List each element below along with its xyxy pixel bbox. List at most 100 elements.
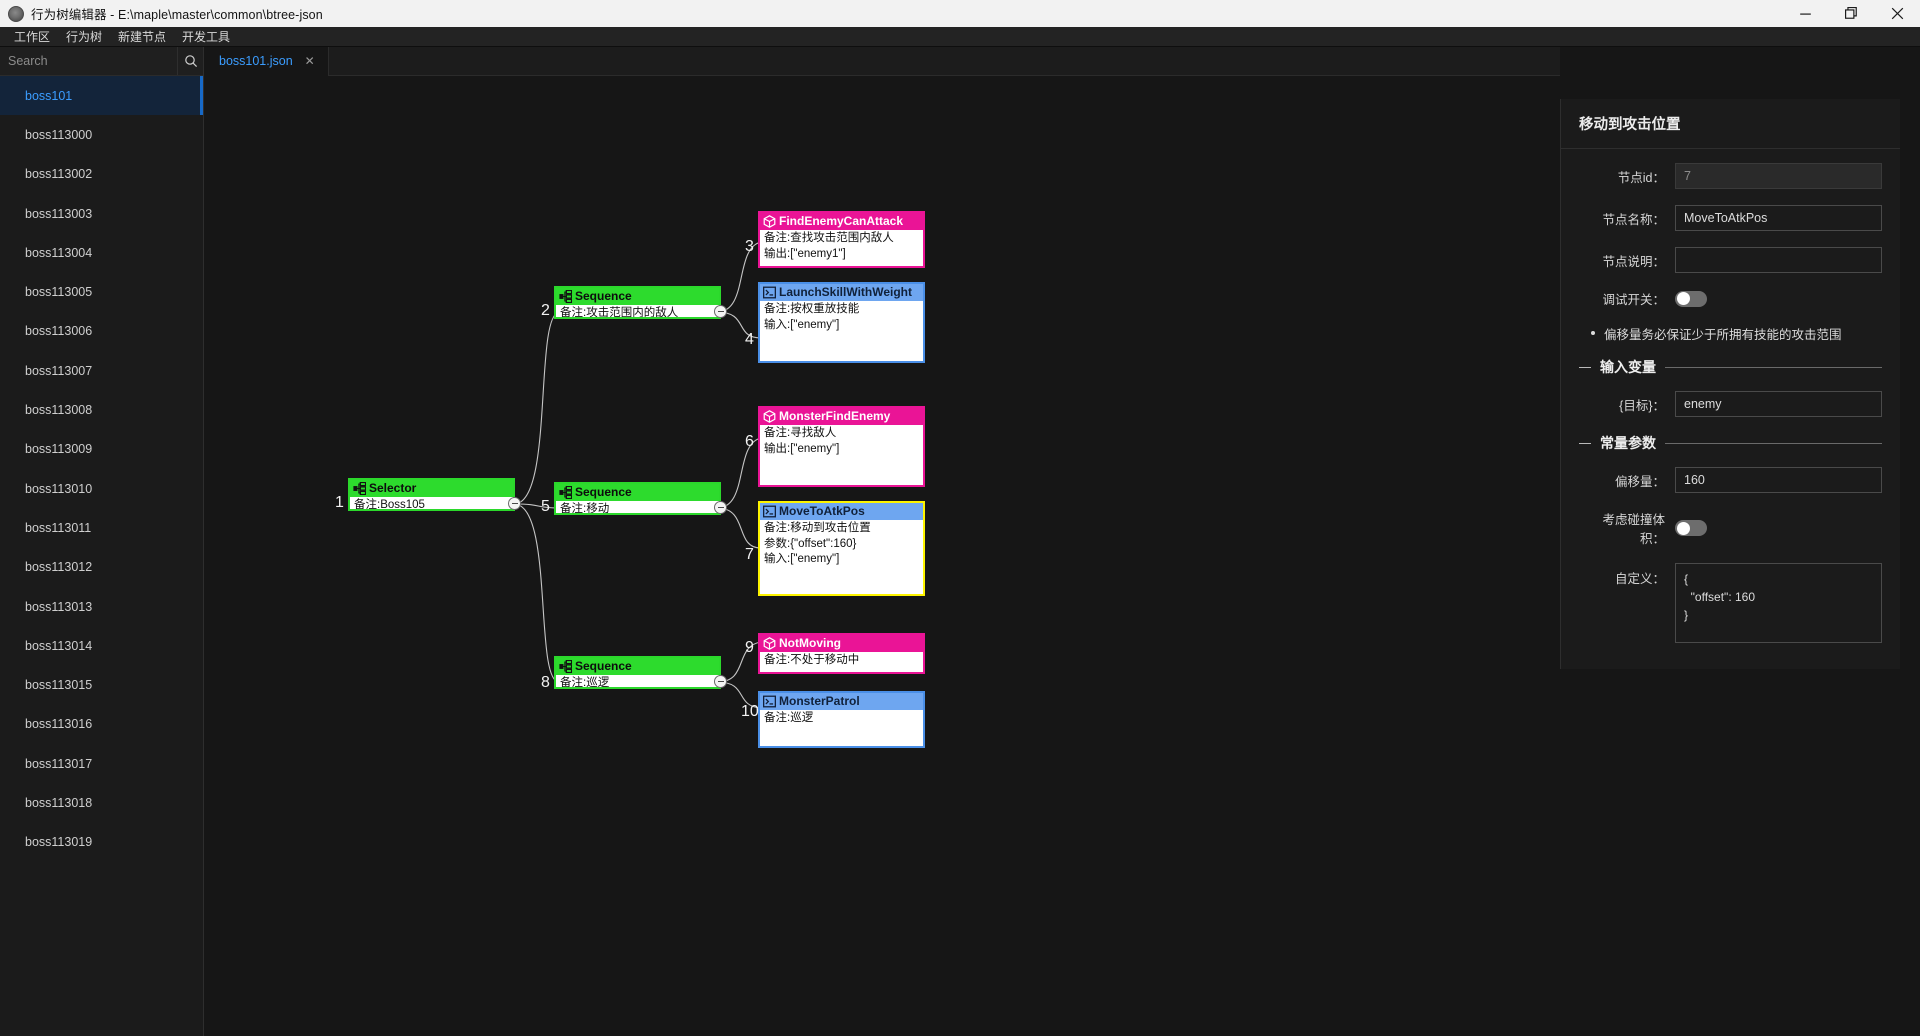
file-item-boss113009[interactable]: boss113009	[0, 430, 203, 469]
node-collapse-port[interactable]	[714, 305, 727, 318]
file-item-boss113006[interactable]: boss113006	[0, 312, 203, 351]
node-header: Sequence	[556, 484, 719, 501]
node-detail-line: 参数:{"offset":160}	[764, 537, 857, 550]
file-item-label: boss113011	[25, 520, 92, 535]
file-item-label: boss113010	[25, 481, 93, 496]
minimize-button[interactable]	[1782, 0, 1828, 27]
offset-input[interactable]	[1675, 467, 1882, 493]
node-id-label: 节点id：	[1617, 170, 1665, 185]
file-item-label: boss113004	[25, 245, 93, 260]
properties-body: 节点id： 节点名称： 节点说明： 调试开关： 偏移量务必保证少于所拥有技能的攻…	[1561, 149, 1900, 669]
node-detail-line: 备注:巡逻	[764, 712, 814, 724]
search-input[interactable]	[0, 47, 178, 75]
menu-item-new-node[interactable]: 新建节点	[118, 29, 167, 44]
node-collapse-port[interactable]	[714, 675, 727, 688]
tree-node-icon	[559, 486, 572, 499]
tab-bar: boss101.json ✕	[204, 47, 1560, 76]
offset-label: 偏移量：	[1614, 474, 1665, 489]
file-item-boss113016[interactable]: boss113016	[0, 705, 203, 744]
graph-node-LaunchSkillWithWeight[interactable]: LaunchSkillWithWeight 备注:按权重放技能输入:["enemy…	[758, 282, 925, 363]
file-item-label: boss101	[25, 88, 73, 103]
search-button[interactable]	[178, 47, 203, 75]
maximize-button[interactable]	[1828, 0, 1874, 27]
file-item-boss113000[interactable]: boss113000	[0, 115, 203, 154]
file-item-label: boss113015	[25, 678, 93, 693]
graph-node-MonsterPatrol[interactable]: MonsterPatrol 备注:巡逻	[758, 691, 925, 748]
file-item-boss113012[interactable]: boss113012	[0, 548, 203, 587]
tab-boss101-json[interactable]: boss101.json ✕	[204, 47, 329, 76]
file-item-boss113018[interactable]: boss113018	[0, 783, 203, 822]
file-item-boss113014[interactable]: boss113014	[0, 626, 203, 665]
file-item-boss113005[interactable]: boss113005	[0, 272, 203, 311]
file-item-boss113004[interactable]: boss113004	[0, 233, 203, 272]
node-type-label: MonsterPatrol	[779, 694, 860, 708]
menu-item-workspace[interactable]: 工作区	[14, 29, 51, 44]
node-detail-line: 备注:Boss105	[354, 499, 425, 511]
node-index-label: 1	[335, 494, 344, 511]
maximize-icon	[1844, 7, 1857, 19]
collision-toggle[interactable]	[1675, 520, 1707, 536]
node-name-input[interactable]	[1675, 205, 1882, 231]
node-detail-line: 输出:["enemy"]	[764, 442, 840, 455]
section-const-title: 常量参数	[1600, 435, 1656, 451]
search-row	[0, 47, 203, 76]
file-item-boss113019[interactable]: boss113019	[0, 823, 203, 862]
file-item-label: boss113007	[25, 363, 93, 378]
custom-textarea[interactable]: { "offset": 160 }	[1675, 563, 1882, 643]
terminal-icon	[763, 286, 776, 299]
node-type-label: LaunchSkillWithWeight	[779, 285, 913, 299]
node-header: FindEnemyCanAttack	[760, 213, 923, 230]
file-item-boss113017[interactable]: boss113017	[0, 744, 203, 783]
node-collapse-port[interactable]	[508, 497, 521, 510]
node-detail-line: 输出:["enemy1"]	[764, 247, 846, 260]
file-item-boss113008[interactable]: boss113008	[0, 390, 203, 429]
file-item-label: boss113018	[25, 795, 93, 810]
file-item-boss113015[interactable]: boss113015	[0, 665, 203, 704]
node-header: MonsterPatrol	[760, 693, 923, 710]
node-body: 备注:移动	[556, 501, 719, 513]
menu-bar: 工作区 行为树 新建节点 开发工具	[0, 27, 1920, 47]
file-item-boss113013[interactable]: boss113013	[0, 587, 203, 626]
section-input-title: 输入变量	[1600, 359, 1656, 375]
debug-switch-toggle[interactable]	[1675, 290, 1707, 307]
node-body: 备注:按权重放技能输入:["enemy"]	[760, 301, 923, 336]
collapse-icon-2[interactable]	[1579, 442, 1591, 444]
collision-label: 考虑碰撞体积：	[1602, 513, 1665, 546]
menu-item-dev-tools[interactable]: 开发工具	[182, 29, 231, 44]
close-button[interactable]	[1874, 0, 1920, 27]
section-input-variables: 输入变量	[1561, 357, 1900, 377]
collapse-icon[interactable]	[1579, 366, 1591, 368]
input-target-input[interactable]	[1675, 391, 1882, 417]
hint-label: 偏移量务必保证少于所拥有技能的攻击范围	[1604, 328, 1842, 342]
file-item-boss113011[interactable]: boss113011	[0, 508, 203, 547]
file-item-boss113003[interactable]: boss113003	[0, 194, 203, 233]
node-body: 备注:寻找敌人输出:["enemy"]	[760, 425, 923, 460]
custom-label: 自定义：	[1614, 572, 1665, 586]
section-const-params: 常量参数	[1561, 433, 1900, 453]
file-item-boss113007[interactable]: boss113007	[0, 351, 203, 390]
node-header: MoveToAtkPos	[760, 503, 923, 520]
file-item-boss113010[interactable]: boss113010	[0, 469, 203, 508]
tab-close-icon[interactable]: ✕	[304, 54, 315, 68]
node-index-label: 2	[541, 302, 550, 319]
tree-node-icon	[353, 482, 366, 495]
node-collapse-port[interactable]	[714, 501, 727, 514]
file-item-boss113002[interactable]: boss113002	[0, 155, 203, 194]
tree-node-icon	[559, 660, 572, 673]
node-desc-input[interactable]	[1675, 247, 1882, 273]
file-item-boss101[interactable]: boss101	[0, 76, 203, 116]
menu-item-behavior-tree[interactable]: 行为树	[66, 29, 103, 44]
node-id-input[interactable]	[1675, 163, 1882, 189]
node-detail-line: 备注:移动到攻击位置	[764, 522, 871, 534]
